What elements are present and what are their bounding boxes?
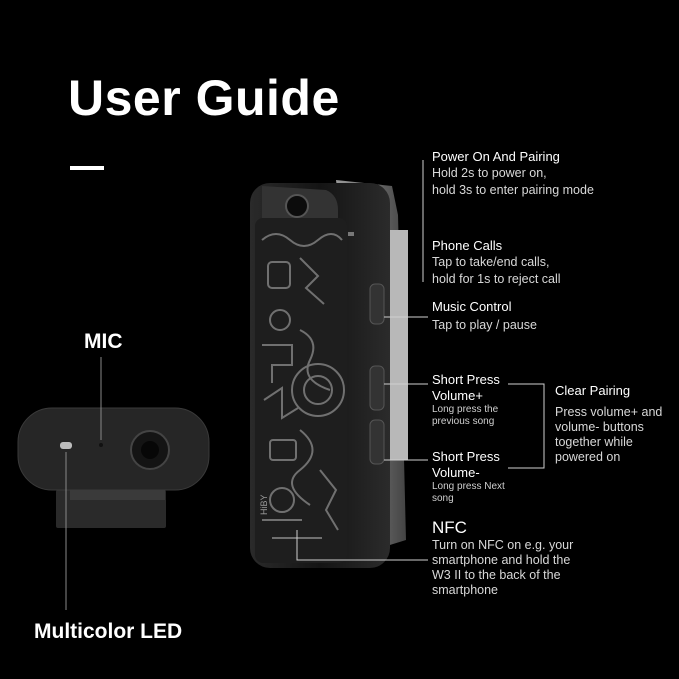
- calls-line2: hold for 1s to reject call: [432, 272, 561, 286]
- clear-line1: Press volume+ and: [555, 405, 663, 419]
- nfc-line2: smartphone and hold the: [432, 553, 571, 567]
- voldown-heading2: Volume-: [432, 465, 480, 480]
- clear-line2: volume- buttons: [555, 420, 644, 434]
- voldown-heading1: Short Press: [432, 449, 500, 464]
- mic-label: MIC: [84, 330, 123, 353]
- led-label: Multicolor LED: [34, 620, 183, 643]
- clear-heading: Clear Pairing: [555, 383, 631, 398]
- voldown-line2: song: [432, 493, 454, 504]
- mic-hole: [99, 443, 103, 447]
- clear-line4: powered on: [555, 450, 621, 464]
- mic-device-top-view: [17, 407, 210, 528]
- power-callout: Power On And Pairing Hold 2s to power on…: [432, 149, 594, 199]
- volup-callout: Short Press Volume+ Long press the previ…: [432, 372, 500, 428]
- nfc-heading: NFC: [432, 518, 467, 537]
- brand-text: HiBY: [259, 494, 269, 515]
- volup-heading1: Short Press: [432, 372, 500, 387]
- power-line2: hold 3s to enter pairing mode: [432, 183, 594, 197]
- nfc-line1: Turn on NFC on e.g. your: [432, 538, 574, 552]
- main-device: HiBY: [250, 180, 408, 568]
- power-line1: Hold 2s to power on,: [432, 166, 547, 180]
- power-heading: Power On And Pairing: [432, 149, 560, 164]
- callout-lines: [296, 160, 545, 561]
- calls-callout: Phone Calls Tap to take/end calls, hold …: [432, 238, 561, 288]
- voldown-line1: Long press Next: [432, 481, 505, 492]
- volup-line1: Long press the: [432, 404, 499, 415]
- clear-line3: together while: [555, 435, 633, 449]
- title-underline: [70, 166, 104, 170]
- music-callout: Music Control Tap to play / pause: [432, 299, 537, 334]
- volup-heading2: Volume+: [432, 388, 483, 403]
- led-indicator: [60, 442, 72, 449]
- music-heading: Music Control: [432, 299, 512, 314]
- nfc-line4: smartphone: [432, 583, 499, 597]
- calls-line1: Tap to take/end calls,: [432, 255, 550, 269]
- music-line1: Tap to play / pause: [432, 318, 537, 332]
- clear-callout: Clear Pairing Press volume+ and volume- …: [555, 383, 662, 465]
- page-title: User Guide: [68, 70, 340, 126]
- nfc-line3: W3 II to the back of the: [432, 568, 561, 582]
- volup-line2: previous song: [432, 416, 495, 427]
- nfc-callout: NFC Turn on NFC on e.g. your smartphone …: [432, 518, 573, 598]
- calls-heading: Phone Calls: [432, 238, 503, 253]
- voldown-callout: Short Press Volume- Long press Next song: [432, 449, 505, 505]
